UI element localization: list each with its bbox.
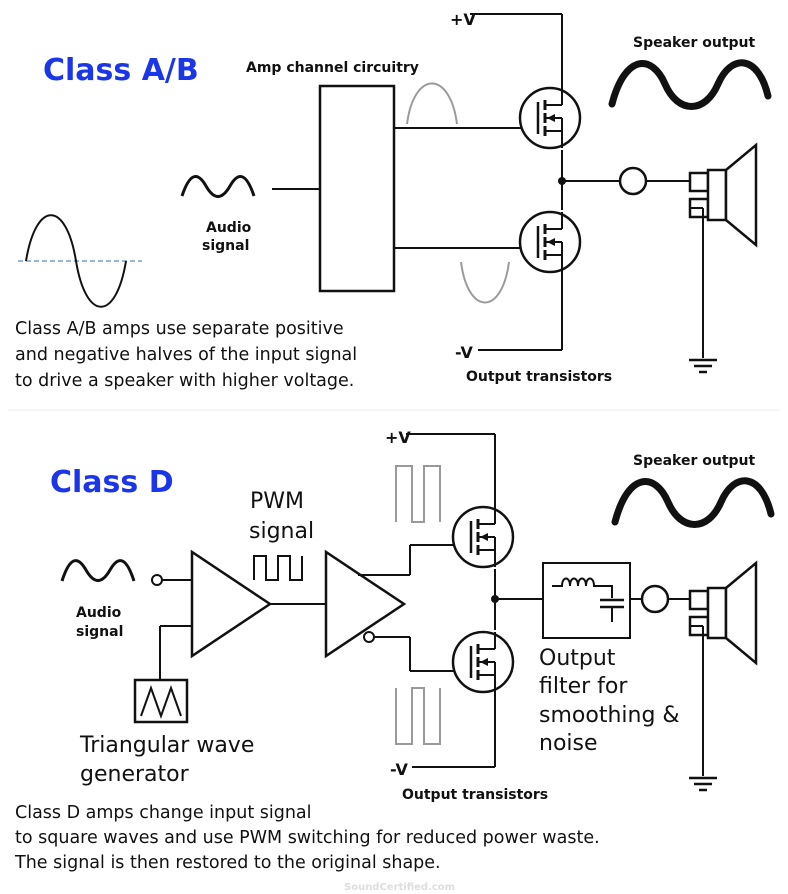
lower-ghost-square-wave-icon	[395, 687, 441, 745]
d-minus-v-label: -V	[390, 760, 408, 779]
generator-label-line1: Triangular wave	[79, 733, 254, 758]
upper-ghost-square-wave-icon	[395, 465, 441, 523]
filter-label-line3: smoothing &	[539, 703, 680, 728]
class-d-section: Class D PWM signal Speaker output +V -V …	[14, 428, 775, 873]
pwm-square-wave-icon	[253, 555, 303, 581]
d-audio-label-line1: Audio	[76, 605, 122, 621]
d-upper-transistor-icon	[451, 505, 515, 569]
pwm-label-line2: signal	[249, 519, 314, 544]
amp-channel-box	[318, 84, 396, 293]
filter-label-line1: Output	[539, 646, 616, 671]
filter-label-line2: filter for	[539, 674, 628, 699]
amp-channel-label: Amp channel circuitry	[246, 60, 419, 76]
class-ab-title: Class A/B	[43, 53, 199, 88]
ab-upper-transistor-icon	[518, 86, 582, 150]
generator-label-line2: generator	[80, 762, 190, 787]
class-d-title: Class D	[50, 465, 174, 500]
ab-ground-icon	[687, 358, 719, 374]
positive-half-wave-icon	[406, 82, 458, 125]
d-description-line3: The signal is then restored to the origi…	[14, 853, 441, 873]
ab-speaker-output-label: Speaker output	[633, 35, 756, 51]
ab-audio-wave-icon	[180, 175, 256, 198]
d-speaker-output-label: Speaker output	[633, 453, 756, 469]
ab-description-line2: and negative halves of the input signal	[15, 345, 357, 365]
class-ab-section: Class A/B Amp channel circuitry Speaker …	[15, 10, 772, 391]
ab-description-line3: to drive a speaker with higher voltage.	[15, 371, 354, 391]
d-audio-input-terminal	[151, 574, 163, 586]
d-plus-v-label: +V	[385, 428, 411, 447]
d-audio-label-line2: signal	[76, 624, 123, 640]
d-ground-icon	[687, 776, 719, 792]
d-description-line1: Class D amps change input signal	[15, 803, 312, 823]
d-speaker-output-wave-icon	[611, 477, 775, 528]
comparator-amp-icon	[190, 549, 273, 659]
pwm-label-line1: PWM	[250, 489, 304, 514]
driver-inverted-output-icon	[363, 631, 375, 643]
ab-speaker-icon	[688, 143, 758, 247]
d-lower-transistor-icon	[451, 630, 515, 694]
full-sine-wave-icon	[25, 214, 127, 308]
ab-description-line1: Class A/B amps use separate positive	[15, 319, 344, 339]
ab-minus-v-label: -V	[455, 343, 473, 362]
ab-audio-label-line1: Audio	[206, 220, 252, 236]
ab-output-terminal-icon	[618, 166, 648, 196]
driver-amp-icon	[324, 549, 407, 659]
d-output-transistors-label: Output transistors	[402, 787, 548, 803]
negative-half-wave-icon	[460, 261, 510, 304]
d-output-terminal-icon	[640, 584, 670, 614]
d-audio-wave-icon	[60, 559, 136, 582]
ab-plus-v-label: +V	[450, 10, 476, 29]
ab-lower-transistor-icon	[518, 210, 582, 274]
triangle-wave-icon	[140, 685, 182, 719]
ab-audio-label-line2: signal	[202, 238, 249, 254]
d-speaker-icon	[688, 561, 758, 665]
watermark: SoundCertified.com	[344, 882, 455, 893]
ab-output-transistors-label: Output transistors	[466, 369, 612, 385]
filter-label-line4: noise	[539, 731, 598, 756]
d-description-line2: to square waves and use PWM switching fo…	[15, 828, 600, 848]
inductor-icon	[552, 577, 613, 598]
ab-speaker-output-wave-icon	[608, 59, 772, 110]
